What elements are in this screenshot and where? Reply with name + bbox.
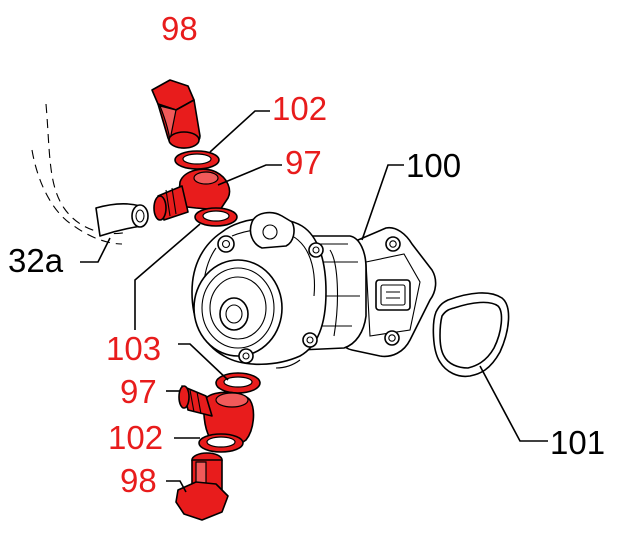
leader-100	[361, 164, 404, 241]
washer-102-top	[174, 150, 220, 170]
elbow-fitting-97-bottom	[178, 385, 255, 447]
washer-103-top	[194, 207, 238, 227]
hose-32a	[31, 103, 149, 245]
leader-98-bottom	[166, 480, 187, 493]
callout-32a: 32a	[8, 242, 64, 279]
washer-102-bottom	[198, 433, 244, 453]
leader-97-top	[217, 164, 282, 186]
callout-labels: 98 102 97 100 32a 103 97 102 98 101	[8, 10, 605, 499]
callout-101: 101	[550, 424, 605, 461]
elbow-fitting-97-top	[153, 168, 231, 221]
leader-lines	[80, 110, 548, 493]
banjo-bolt-98-top	[151, 79, 201, 149]
valve-body-100	[191, 211, 437, 369]
banjo-bolt-98-bottom	[175, 452, 229, 521]
washer-103-bottom	[215, 372, 261, 394]
gasket-101	[432, 292, 510, 378]
leader-101	[479, 365, 548, 442]
leader-103	[134, 223, 229, 381]
callout-100: 100	[406, 147, 461, 184]
callout-97-top: 97	[285, 144, 322, 181]
leader-102-top	[209, 110, 270, 153]
callout-102-top: 102	[272, 90, 327, 127]
callout-97-bottom: 97	[120, 373, 157, 410]
callout-98-bottom: 98	[120, 462, 157, 499]
leader-32a	[80, 237, 111, 263]
callout-98-top: 98	[161, 10, 198, 47]
callout-102-bottom: 102	[108, 419, 163, 456]
callout-103: 103	[106, 330, 161, 367]
